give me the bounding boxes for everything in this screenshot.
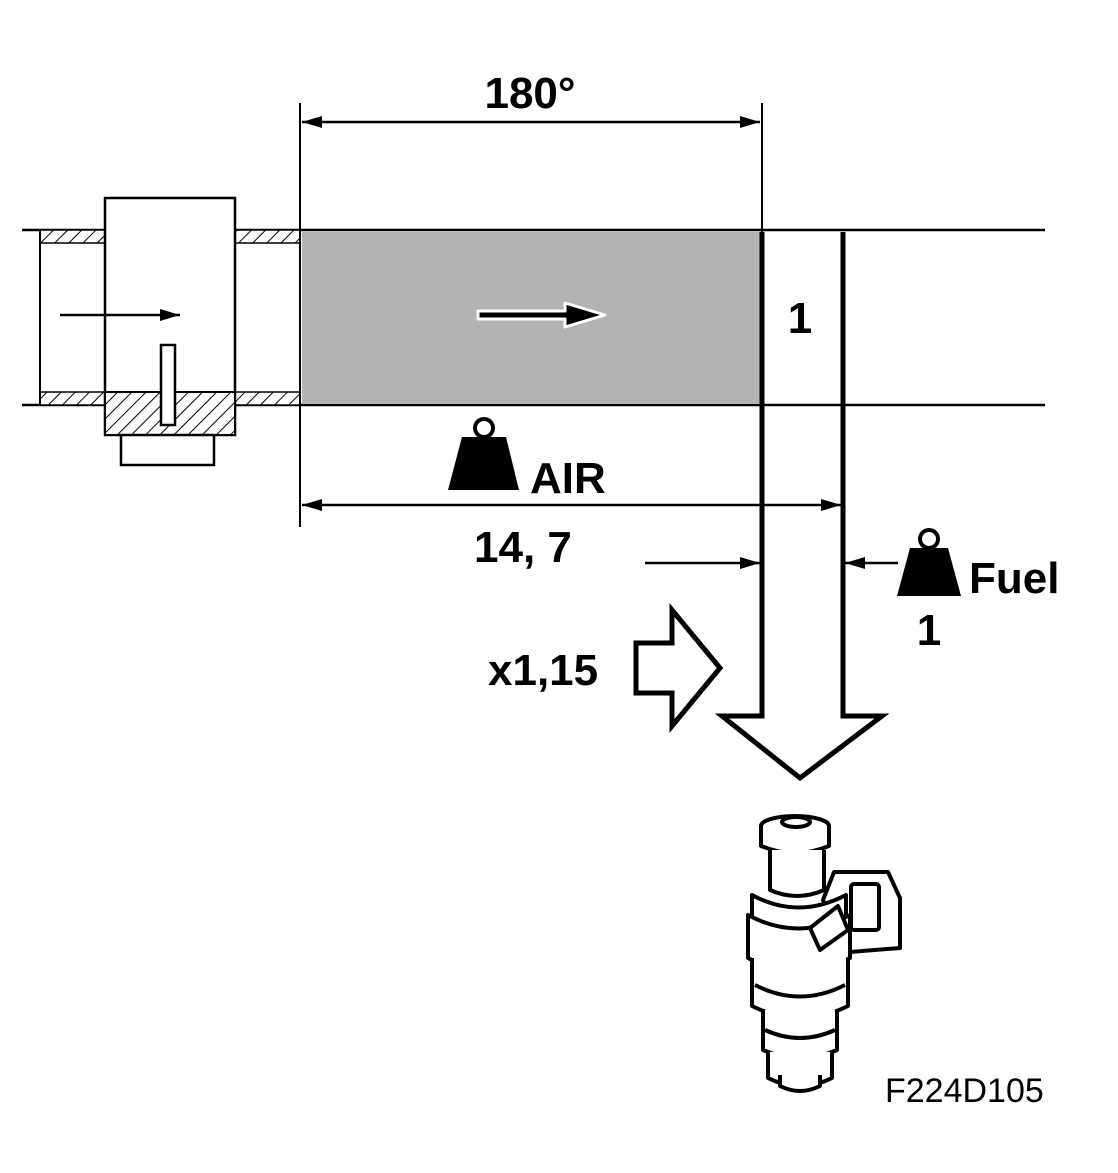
weight-icon <box>448 417 519 490</box>
fuel-ratio: 1 <box>917 606 941 655</box>
fuel-quantity: Fuel 1 <box>645 528 1059 655</box>
arrow-right-icon <box>476 301 607 329</box>
air-flow-meter <box>60 196 237 467</box>
cylinder-label: 1 <box>788 294 812 343</box>
air-quantity: AIR 14, 7 <box>299 405 841 572</box>
fuel-label: Fuel <box>969 554 1059 603</box>
air-label: AIR <box>530 454 606 503</box>
angle-dimension: 180° <box>299 69 763 232</box>
fuel-injector-icon <box>746 814 902 1093</box>
multiplier: x1,15 <box>488 603 724 733</box>
multiplier-label: x1,15 <box>488 646 598 695</box>
air-column <box>302 232 762 404</box>
angle-label: 180° <box>484 69 575 118</box>
figure-code: F224D105 <box>885 1072 1044 1110</box>
weight-icon <box>897 528 961 596</box>
outline-arrow-right-icon <box>633 603 724 733</box>
air-ratio: 14, 7 <box>474 523 572 572</box>
cylinder-column: 1 <box>714 232 890 782</box>
